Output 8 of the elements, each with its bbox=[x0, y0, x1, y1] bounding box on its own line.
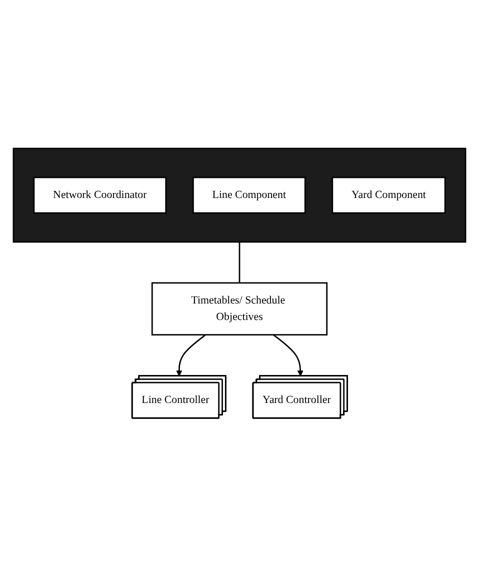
node-box: Line Component bbox=[192, 177, 306, 214]
arrow bbox=[272, 334, 304, 377]
cluster bbox=[12, 148, 466, 243]
arrow bbox=[176, 334, 206, 377]
node-box: Timetables/ Schedule Objectives bbox=[151, 282, 328, 336]
node-box: Yard Component bbox=[332, 177, 446, 214]
node-box: Network Coordinator bbox=[33, 177, 167, 214]
connector bbox=[238, 242, 240, 284]
